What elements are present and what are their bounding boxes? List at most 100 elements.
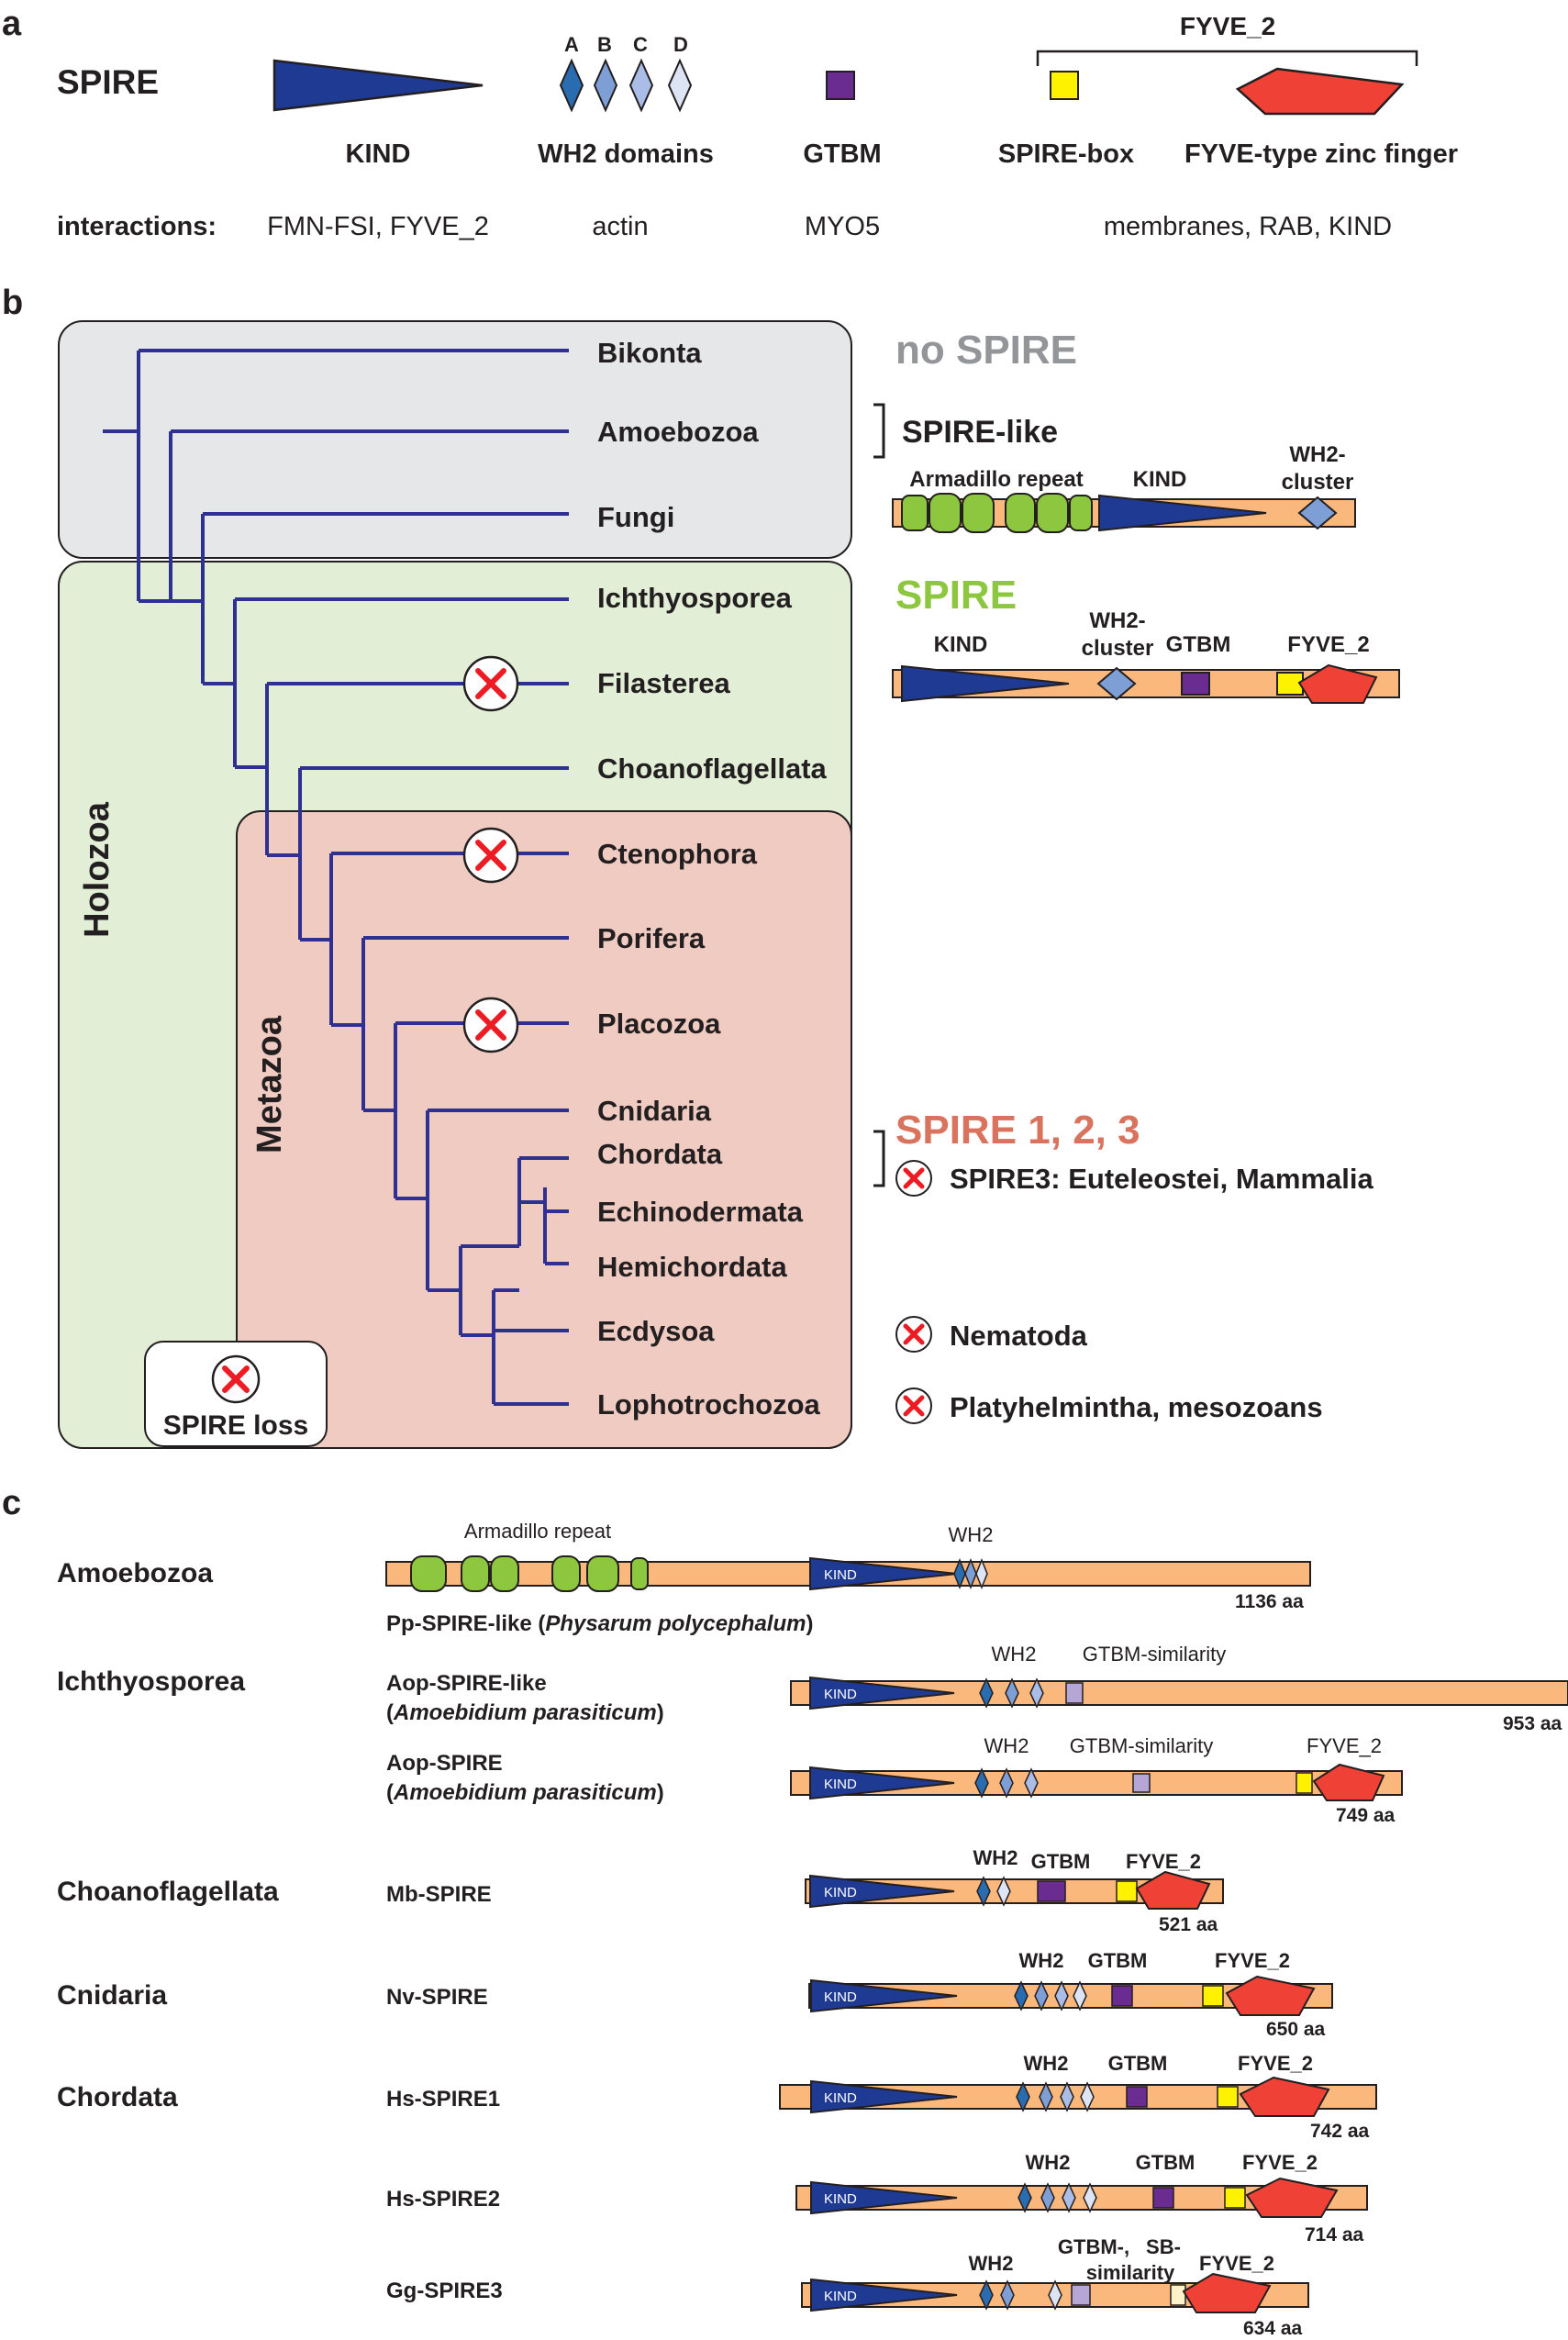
armadillo-repeat: [1069, 495, 1093, 531]
taxon-ctenophora: Ctenophora: [597, 838, 758, 870]
wh2-label: WH2: [984, 1734, 1029, 1757]
protein-hs-spire1: Hs-SPIRE1 WH2 GTBM FYVE_2 KIND 742 aa: [386, 2052, 1377, 2142]
gtbm-similarity-label: GTBM-similarity: [1083, 1643, 1226, 1666]
gtbm-similarity-domain: [1132, 1773, 1151, 1793]
wh2-cluster: [1297, 496, 1338, 530]
spire-box: [1296, 1772, 1313, 1794]
protein-aop-spire-like: Aop-SPIRE-like (Amoebidium parasiticum) …: [386, 1643, 1568, 1734]
wh2-domain: [1005, 1677, 1019, 1709]
wh2-label: WH2: [973, 1846, 1018, 1869]
fyve-label: FYVE_2: [1199, 2252, 1274, 2275]
fyve-zinc-finger-shape: [1235, 67, 1405, 116]
panel-b-letter: b: [2, 284, 23, 322]
protein-name-part: (: [386, 1780, 394, 1805]
protein-aop-spire: Aop-SPIRE (Amoebidium parasiticum) WH2 G…: [386, 1734, 1403, 1826]
fyve2-bracket: [1036, 50, 1418, 66]
kind-domain: [901, 664, 1070, 703]
gtbm-similarity-domain: [1071, 2284, 1091, 2306]
wh2-domain: [1062, 2182, 1076, 2213]
wh2-domain: [976, 1876, 991, 1907]
protein-gg-spire3: Gg-SPIRE3 WH2 GTBM-, SB- similarity FYVE…: [386, 2235, 1309, 2339]
gtbm-label: GTBM: [1088, 1949, 1148, 1972]
interactions-fyve: membranes, RAB, KIND: [1104, 212, 1392, 241]
protein-name: Hs-SPIRE1: [386, 2087, 500, 2112]
gtbm-domain: [1111, 1985, 1133, 2007]
kind-domain: [809, 1874, 955, 1909]
wh2-domain: [1024, 1767, 1039, 1799]
protein-length: 634 aa: [1243, 2318, 1303, 2339]
taxon-cnidaria: Cnidaria: [597, 1095, 712, 1127]
taxon-lophotrochozoa: Lophotrochozoa: [597, 1388, 821, 1421]
kind-domain: [810, 2180, 958, 2215]
fyve-label: FYVE_2: [1215, 1949, 1290, 1972]
gtbm-similarity-label: GTBM-,: [1058, 2235, 1129, 2258]
wh2-domain: [1054, 1980, 1069, 2011]
protein-name-close: ): [657, 1700, 664, 1725]
domain-label-gtbm: GTBM: [803, 139, 881, 169]
armadillo-repeat: [901, 495, 929, 531]
wh2-letter-a: A: [564, 33, 579, 56]
gtbm-domain: [1126, 2086, 1148, 2108]
group-chordata: Chordata: [57, 2082, 178, 2112]
armadillo-repeat: [962, 493, 995, 533]
protein-name: Pp-SPIRE-like (Physarum polycephalum): [386, 1611, 813, 1636]
loss-spire3: SPIRE3: Euteleostei, Mammalia: [950, 1163, 1373, 1195]
fyve-domain: [1225, 1975, 1316, 2016]
wh2-label: WH2: [1024, 2052, 1069, 2075]
wh2-domain: [1048, 2279, 1062, 2311]
wh2-cluster: [1096, 666, 1137, 701]
wh2-d-shape: [667, 58, 693, 113]
gtbm-domain: [1181, 672, 1210, 696]
wh2-domain: [999, 1767, 1014, 1799]
protein-species: Amoebidium parasiticum: [393, 1700, 657, 1725]
protein-name-close: ): [806, 1611, 813, 1636]
taxon-echinodermata: Echinodermata: [597, 1196, 804, 1228]
taxon-choanoflagellata: Choanoflagellata: [597, 752, 828, 785]
gtbm-label: GTBM: [1108, 2052, 1168, 2075]
wh2-domain: [996, 1876, 1011, 1907]
wh2-domain: [979, 2279, 994, 2311]
spire-box: [1202, 1985, 1224, 2007]
loss-icon: [462, 827, 519, 884]
gtbm-domain: [1152, 2187, 1174, 2209]
wh2-label: WH2: [1026, 2151, 1071, 2174]
kind-domain: [809, 1556, 958, 1591]
phylogenetic-tree: [103, 349, 569, 1406]
spire-loss-label: SPIRE loss: [163, 1410, 308, 1441]
loss-icon: [211, 1354, 261, 1404]
spire-like-bracket: [873, 403, 885, 459]
spire-gtbm-label: GTBM: [1166, 632, 1231, 657]
spire123-label: SPIRE 1, 2, 3: [895, 1108, 1140, 1153]
panel-a-letter: a: [2, 5, 22, 43]
fyve-label: FYVE_2: [1238, 2052, 1313, 2075]
fyve-domain: [1297, 663, 1378, 704]
interactions-wh2: actin: [592, 212, 648, 241]
domain-label-wh2: WH2 domains: [538, 139, 714, 169]
kind-inner-label: KIND: [824, 2289, 857, 2304]
wh2-domain: [1014, 1980, 1029, 2011]
protein-name-part: (: [386, 1700, 394, 1725]
protein-name-line2: (Amoebidium parasiticum): [386, 1700, 664, 1725]
wh2-domain: [1034, 1980, 1049, 2011]
group-ichthyosporea: Ichthyosporea: [57, 1666, 245, 1697]
spire-protein: [892, 663, 1400, 704]
armadillo-repeat: [490, 1555, 519, 1592]
wh2-label: WH2: [992, 1643, 1037, 1666]
loss-platyhelmintha: Platyhelmintha, mesozoans: [950, 1391, 1323, 1423]
wh2-domain: [1073, 1980, 1087, 2011]
taxon-chordata: Chordata: [597, 1138, 723, 1170]
protein-mb-spire: Mb-SPIRE WH2 GTBM FYVE_2 KIND 521 aa: [386, 1846, 1224, 1935]
wh2-domain: [964, 1557, 977, 1590]
panel-c: c Amoebozoa Ichthyosporea Choanoflagella…: [2, 1484, 1568, 2339]
spire123-bracket: [873, 1130, 885, 1187]
no-spire-label: no SPIRE: [895, 328, 1077, 373]
spire-like-wh2-label: WH2-: [1289, 442, 1345, 467]
spire-box: [1217, 2086, 1239, 2108]
loss-icon: [462, 655, 519, 712]
taxon-filasterea: Filasterea: [597, 667, 731, 699]
interactions-kind: FMN-FSI, FYVE_2: [267, 212, 489, 241]
fyve-label: FYVE_2: [1242, 2151, 1318, 2174]
wh2-letter-d: D: [673, 33, 688, 56]
spire-like-armadillo-label: Armadillo repeat: [909, 467, 1083, 492]
metazoa-background: [236, 810, 852, 1449]
